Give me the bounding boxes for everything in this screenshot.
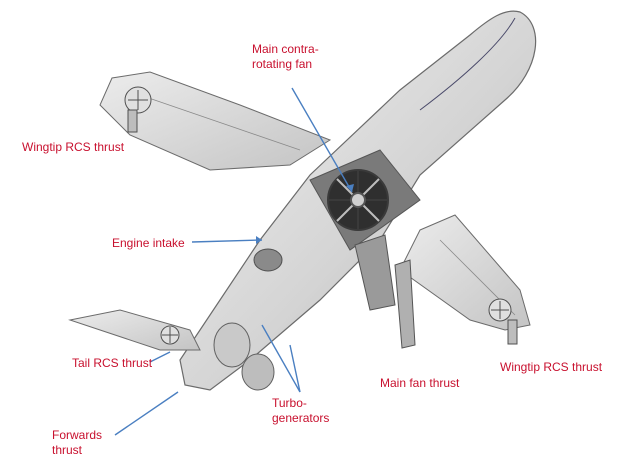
turbo-generator: [213, 322, 251, 368]
fan-thrust-vane: [354, 234, 396, 311]
fan-thrust-vane: [394, 259, 416, 349]
label-forwards-thrust: Forwards thrust: [52, 428, 103, 457]
tail-plane: [68, 309, 201, 351]
label-wingtip-rcs-left: Wingtip RCS thrust: [22, 140, 125, 154]
left-wingtip-nacelle: [124, 86, 152, 133]
label-main-fan-thrust: Main fan thrust: [380, 376, 460, 390]
left-wing-panel-line: [139, 94, 301, 151]
turbo-generator: [241, 353, 275, 391]
label-main-fan: Main contra- rotating fan: [252, 42, 319, 71]
right-wingtip-nacelle: [488, 298, 518, 345]
label-engine-intake: Engine intake: [112, 236, 185, 250]
tail-nacelle: [160, 325, 180, 345]
label-wingtip-rcs-right: Wingtip RCS thrust: [500, 360, 603, 374]
main-fan: [327, 169, 389, 231]
engine-intake: [253, 248, 283, 272]
label-tail-rcs: Tail RCS thrust: [72, 356, 153, 370]
fuselage-stripe: [419, 17, 516, 111]
label-turbo-generators: Turbo- generators: [272, 396, 330, 425]
